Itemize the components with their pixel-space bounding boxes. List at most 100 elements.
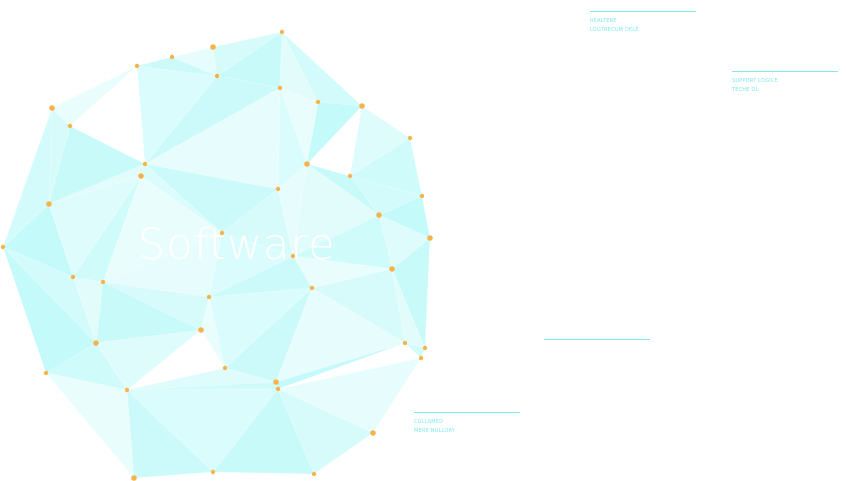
- vertex-dots: [0, 29, 433, 481]
- mesh-triangle: [200, 296, 226, 369]
- vertex-dot: [359, 103, 365, 109]
- vertex-dot: [210, 44, 216, 50]
- hero-title: Software: [138, 220, 336, 270]
- mesh-triangle: [126, 389, 214, 479]
- mesh-triangle: [2, 203, 74, 278]
- mesh-triangle: [391, 237, 431, 349]
- vertex-dot: [418, 355, 424, 361]
- mesh-triangle: [45, 372, 135, 479]
- mesh-triangle: [349, 175, 423, 216]
- vertex-dot: [279, 29, 285, 35]
- vertex-dot: [93, 340, 99, 346]
- mesh-triangle: [275, 287, 406, 383]
- callout-right-line-2: TECHE DL: [732, 87, 759, 93]
- mesh-triangle: [292, 255, 393, 289]
- mesh-triangle: [171, 46, 218, 77]
- vertex-dot: [0, 244, 6, 250]
- mesh-triangle: [349, 137, 423, 197]
- mesh-triangle: [349, 105, 411, 177]
- vertex-dot: [422, 345, 428, 351]
- callout-top-line-1: REALTERE: [590, 18, 617, 24]
- mesh-triangle: [208, 255, 313, 298]
- vertex-dot: [214, 73, 220, 79]
- mesh-triangle: [140, 163, 223, 234]
- callout-bottom-line-2: MERE NULLORY: [414, 428, 456, 434]
- mesh-triangle: [277, 357, 422, 434]
- mesh-triangle: [306, 163, 380, 216]
- vertex-dot: [370, 430, 376, 436]
- mesh-triangle: [95, 329, 203, 391]
- mesh-triangle: [403, 342, 426, 359]
- vertex-dot: [134, 63, 140, 69]
- vertex-dot: [222, 365, 228, 371]
- polygon-mesh: [2, 30, 431, 479]
- mesh-triangle: [306, 101, 363, 165]
- mesh-triangle: [277, 388, 374, 475]
- mesh-triangle: [102, 175, 223, 283]
- mesh-triangle: [275, 342, 406, 390]
- vertex-dot: [275, 386, 281, 392]
- callout-middle: [544, 339, 650, 345]
- vertex-dot: [304, 161, 310, 167]
- mesh-triangle: [72, 175, 142, 283]
- mesh-triangle: [281, 31, 363, 107]
- vertex-dot: [427, 235, 433, 241]
- mesh-triangle: [51, 65, 138, 127]
- callout-bottom: CULLAMED MERE NULLORY: [414, 412, 520, 436]
- mesh-triangle: [208, 232, 294, 298]
- mesh-triangle: [277, 163, 308, 257]
- mesh-triangle: [378, 214, 431, 270]
- vertex-dot: [347, 173, 353, 179]
- mesh-triangle: [136, 65, 218, 165]
- mesh-triangle: [212, 31, 283, 77]
- vertex-dot: [311, 471, 317, 477]
- mesh-triangle: [279, 87, 319, 166]
- vertex-dot: [275, 186, 281, 192]
- vertex-dot: [277, 85, 283, 91]
- vertex-dot: [389, 266, 395, 272]
- vertex-dot: [100, 279, 106, 285]
- mesh-triangle: [292, 163, 380, 257]
- mesh-triangle: [221, 188, 294, 257]
- vertex-dot: [273, 379, 279, 385]
- mesh-triangle: [48, 125, 146, 205]
- vertex-dot: [70, 274, 76, 280]
- callout-right-line-1: SUPPORT LOGICE: [732, 78, 778, 84]
- vertex-dot: [67, 123, 73, 129]
- mesh-triangle: [102, 281, 210, 331]
- vertex-dot: [131, 475, 137, 481]
- vertex-dot: [219, 230, 225, 236]
- mesh-triangle: [291, 214, 393, 270]
- callout-top: REALTERE LOGTRECUM DELE: [590, 11, 696, 35]
- vertex-dot: [309, 285, 315, 291]
- callout-top-line-2: LOGTRECUM DELE: [590, 27, 639, 33]
- mesh-triangle: [144, 87, 281, 190]
- mesh-triangle: [126, 388, 279, 473]
- mesh-triangle: [224, 287, 313, 383]
- vertex-dot: [43, 370, 49, 376]
- vertex-dot: [169, 54, 175, 60]
- mesh-triangle: [378, 195, 431, 239]
- vertex-dot: [376, 212, 382, 218]
- mesh-triangle: [212, 388, 315, 475]
- mesh-triangle: [2, 246, 97, 344]
- mesh-triangle: [95, 281, 203, 344]
- vertex-dot: [49, 105, 55, 111]
- mesh-triangle: [279, 30, 319, 103]
- mesh-triangle: [48, 107, 71, 205]
- mesh-triangle: [216, 31, 283, 89]
- vertex-dot: [124, 387, 130, 393]
- mesh-triangle: [72, 276, 104, 344]
- mesh-triangle: [2, 246, 97, 374]
- mesh-triangle: [126, 381, 279, 391]
- mesh-triangle: [2, 107, 53, 248]
- mesh-triangle: [136, 56, 218, 77]
- vertex-dot: [46, 201, 52, 207]
- vertex-dot: [419, 193, 425, 199]
- vertex-dot: [407, 135, 413, 141]
- vertex-dot: [402, 340, 408, 346]
- mesh-triangle: [144, 163, 279, 234]
- vertex-dot: [290, 253, 296, 259]
- vertex-dot: [198, 327, 204, 333]
